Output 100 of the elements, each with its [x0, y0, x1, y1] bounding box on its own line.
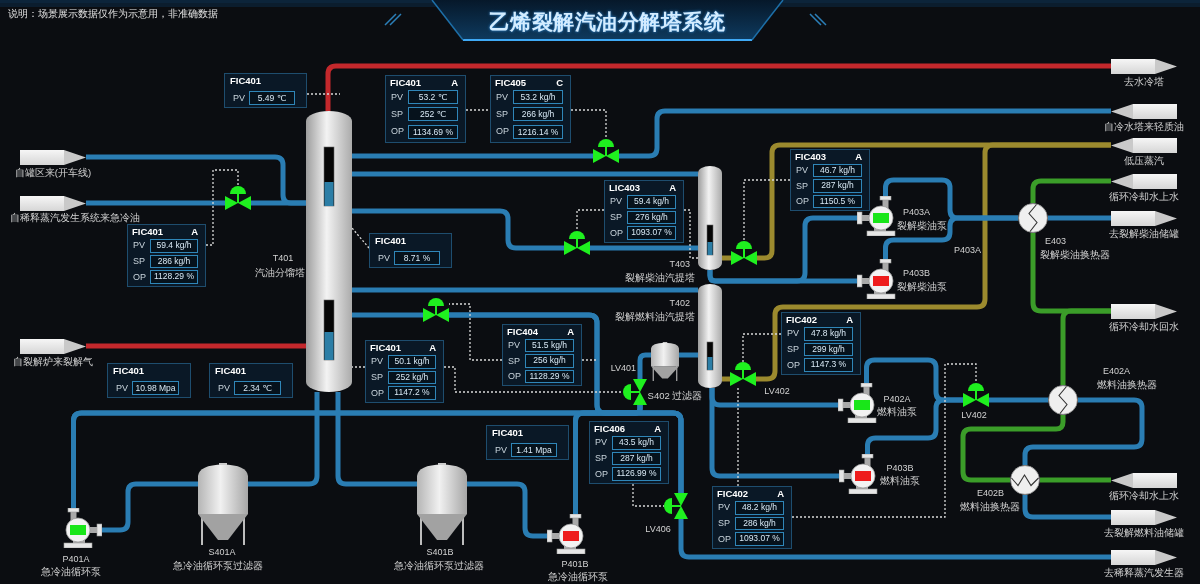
value-readout: 252 kg/h [388, 370, 436, 385]
instrument-tag: FIC402 [717, 488, 749, 500]
pipe [707, 270, 857, 284]
instrument-tag: FIC401 [492, 427, 524, 439]
pipe [86, 343, 306, 349]
terminal-label: 自罐区来(开车线) [14, 166, 92, 179]
terminal-label: 去水冷塔 [1124, 75, 1164, 88]
instrument-panel [224, 73, 307, 108]
parameter-label: SP [508, 355, 520, 367]
instrument-tag: FIC401 [230, 75, 262, 87]
value-readout: 50.1 kg/h [388, 355, 436, 369]
parameter-label: PV [391, 91, 403, 103]
instrument-panel [502, 324, 582, 386]
value-readout: 1147.3 % [804, 358, 853, 372]
value-readout: 1093.07 % [627, 226, 676, 240]
equipment-tag: T401 [272, 253, 294, 264]
pipe [989, 397, 1048, 403]
instrument-panel [490, 75, 571, 143]
parameter-label: PV [371, 356, 383, 368]
pipe [352, 171, 698, 177]
parameter-label: PV [508, 340, 520, 352]
parameter-label: OP [718, 533, 731, 545]
mode-letter: C [556, 77, 563, 89]
disclaimer-note: 说明：场景展示数据仅作为示意用，非准确数据 [8, 8, 218, 20]
terminal-label: 循环冷却水上水 [1109, 190, 1179, 203]
instrument-panel [589, 421, 669, 484]
parameter-label: OP [796, 195, 809, 207]
value-readout: 1147.2 % [388, 386, 436, 400]
pipe [637, 352, 651, 379]
equipment-name: 急冷油循环泵过滤器 [394, 560, 484, 572]
pipe [678, 519, 1111, 560]
value-readout: 1150.5 % [813, 194, 862, 208]
value-readout: 1.41 Mpa [511, 443, 557, 457]
value-readout: 47.8 kg/h [804, 327, 853, 341]
mode-letter: A [846, 314, 853, 326]
instrument-panel [790, 149, 870, 211]
instrument-tag: FIC401 [113, 365, 145, 377]
terminal-label: 去裂解燃料油储罐 [1104, 526, 1184, 539]
value-readout: 48.2 kg/h [735, 501, 784, 515]
pipe [449, 312, 684, 493]
pipe-label: P403A [954, 245, 982, 256]
instrument-tag: FIC406 [594, 423, 626, 435]
pipe [756, 142, 1111, 382]
page-title: 乙烯裂解汽油分解塔系统 [488, 9, 726, 35]
pipe [1040, 477, 1111, 483]
instrument-tag: FIC403 [795, 151, 827, 163]
pipe [1030, 178, 1111, 203]
parameter-label: PV [116, 382, 128, 394]
value-readout: 1128.29 % [525, 369, 574, 383]
parameter-label: PV [787, 328, 799, 340]
signal-line [683, 209, 699, 259]
pipe [619, 108, 1111, 159]
parameter-label: PV [496, 91, 508, 103]
equipment-name: 裂解柴油泵 [897, 281, 947, 293]
terminal-label: 去稀释蒸汽发生器 [1104, 566, 1184, 579]
value-readout: 286 kg/h [735, 516, 784, 531]
equipment-tag: T402 [669, 298, 690, 309]
instrument-panel [604, 180, 684, 243]
parameter-label: SP [371, 372, 383, 383]
value-readout: 1216.14 % [513, 124, 563, 139]
pipe [248, 392, 320, 487]
equipment-tag: S401B [426, 547, 454, 558]
pipe [1048, 215, 1111, 221]
signal-line [465, 109, 491, 111]
value-readout: 46.7 kg/h [813, 164, 862, 178]
parameter-label: PV [133, 240, 145, 252]
pipe [1022, 495, 1111, 520]
value-readout: 53.2 ℃ [408, 90, 458, 104]
pipe [251, 200, 306, 206]
instrument-tag: FIC402 [786, 314, 818, 326]
parameter-label: OP [133, 271, 146, 283]
terminal-label: 去裂解柴油储罐 [1109, 227, 1179, 240]
equipment-name: 急冷油循环泵过滤器 [173, 560, 263, 572]
instrument-panel [712, 486, 792, 549]
instrument-panel [369, 233, 452, 268]
parameter-label: OP [391, 126, 404, 138]
value-readout: 1126.99 % [612, 467, 661, 481]
parameter-label: OP [371, 387, 384, 399]
value-readout: 299 kg/h [804, 342, 853, 357]
value-readout: 287 kg/h [813, 179, 862, 193]
valve-tag: LV402 [961, 410, 987, 421]
value-readout: 53.2 kg/h [513, 90, 563, 104]
equipment-tag: P403B [886, 463, 914, 474]
instrument-panel [209, 363, 293, 398]
equipment-tag: E402B [977, 488, 1005, 499]
pipe [709, 388, 839, 479]
equipment-tag: E402A [1103, 366, 1131, 377]
parameter-label: OP [787, 359, 800, 371]
instrument-panel [781, 312, 861, 375]
mode-letter: A [777, 488, 784, 500]
signal-line [576, 209, 605, 232]
parameter-label: PV [495, 444, 507, 456]
pipe [1060, 308, 1111, 385]
instrument-tag: FIC405 [495, 77, 527, 89]
parameter-label: SP [610, 212, 622, 223]
equipment-tag: T403 [669, 259, 690, 270]
pipe [352, 287, 698, 293]
value-readout: 276 kg/h [627, 210, 676, 225]
equipment-tag: P403A [903, 207, 931, 218]
parameter-label: SP [496, 108, 508, 120]
